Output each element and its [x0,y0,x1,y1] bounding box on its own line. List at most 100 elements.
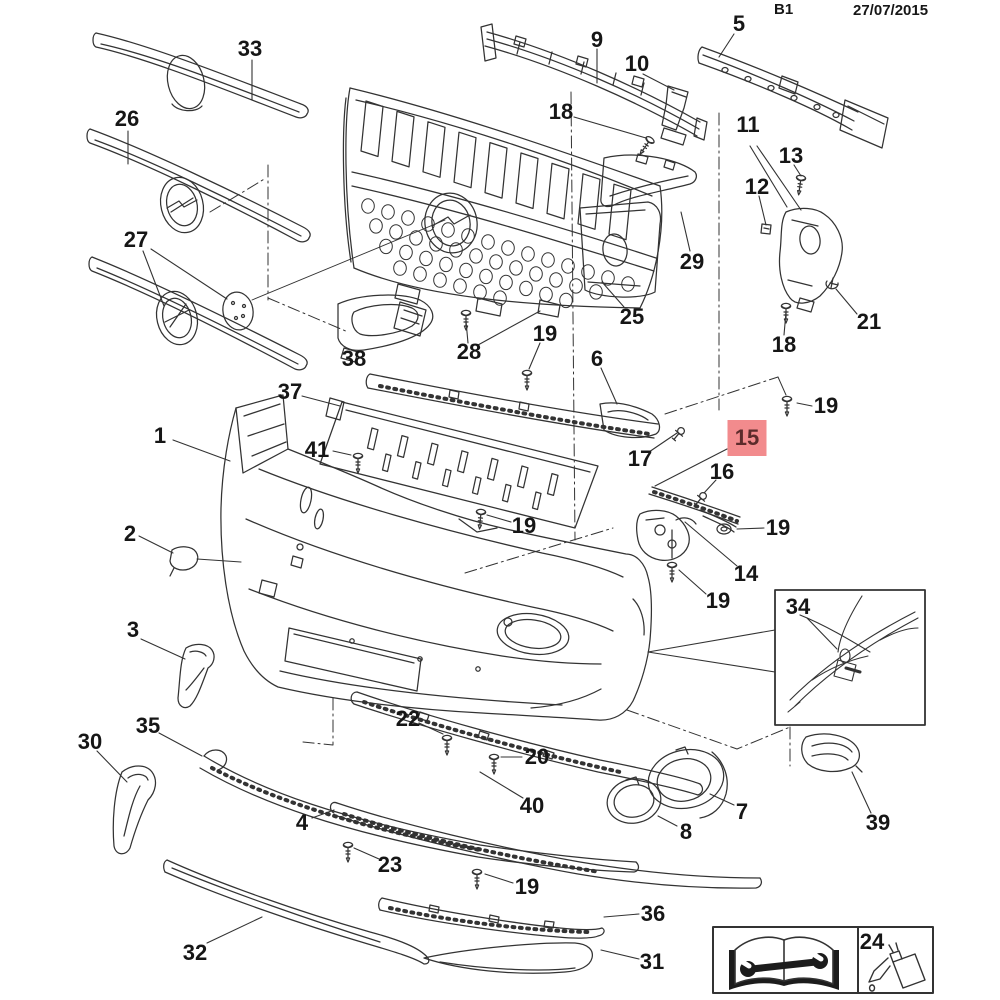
part-label-41[interactable]: 41 [304,437,330,462]
part-label-1[interactable]: 1 [153,423,167,448]
support-bracket-10 [661,86,688,145]
corner-trim-3 [178,644,214,707]
grille-molding-26 [87,129,310,242]
part-label-28[interactable]: 28 [456,339,482,364]
screw-icon [636,135,655,156]
part-label-7[interactable]: 7 [735,799,749,824]
part-label-38[interactable]: 38 [341,346,367,371]
part-label-12[interactable]: 12 [744,174,770,199]
part-label-3[interactable]: 3 [126,617,140,642]
emblem-base-plate [220,290,256,333]
part-label-33[interactable]: 33 [237,36,263,61]
part-label-19-bracket[interactable]: 19 [705,588,731,613]
part-label-5[interactable]: 5 [732,11,746,36]
adhesive-bottle-icon [869,943,925,991]
part-label-39[interactable]: 39 [865,810,891,835]
part-label-9[interactable]: 9 [590,27,604,52]
part-label-19-valance[interactable]: 19 [514,874,540,899]
radiator-grille-assembly [343,88,661,317]
part-label-23[interactable]: 23 [377,852,403,877]
air-baffle-29 [601,154,697,207]
part-label-8[interactable]: 8 [679,819,693,844]
mounting-clip-12 [761,224,771,234]
screw-icon [442,735,451,755]
part-label-24[interactable]: 24 [859,929,885,954]
screw-icon [667,562,676,582]
leader-lines [97,34,871,959]
part-label-4[interactable]: 4 [295,810,309,835]
part-label-16[interactable]: 16 [709,459,735,484]
part-label-21[interactable]: 21 [856,309,882,334]
part-label-13[interactable]: 13 [778,143,804,168]
tow-hook-cover-2 [170,547,198,576]
radiator-support-bar [481,24,707,140]
side-mount-bracket-11 [779,208,842,312]
part-label-40[interactable]: 40 [519,793,545,818]
part-label-37[interactable]: 37 [277,379,303,404]
part-label-18-right[interactable]: 18 [771,332,797,357]
screw-icon [522,370,531,390]
underbody-skid-plate [320,398,598,528]
screw-icon [781,303,790,323]
fog-lamp-ring-8 [603,774,665,828]
lower-trim-35 [200,750,638,872]
part-label-19-beam[interactable]: 19 [813,393,839,418]
rivet-icon [692,491,708,508]
rivet-icon [670,426,686,443]
part-label-27[interactable]: 27 [123,227,149,252]
open-book-wrench-icon [729,937,839,990]
part-label-15[interactable]: 15 [727,420,767,456]
part-label-18-top[interactable]: 18 [548,99,574,124]
part-label-29[interactable]: 29 [679,249,705,274]
part-label-26[interactable]: 26 [114,106,140,131]
part-label-36[interactable]: 36 [640,901,666,926]
screw-icon [472,869,481,889]
lower-spoiler-32 [164,860,429,964]
screw-icon [475,509,486,529]
spoiler-lip-31 [424,943,592,973]
part-label-25[interactable]: 25 [619,304,645,329]
fog-lamp-bezel-7 [643,743,729,818]
part-label-6[interactable]: 6 [590,346,604,371]
part-label-14[interactable]: 14 [733,561,759,586]
screw-icon [353,453,362,473]
screw-icon [782,396,791,416]
opel-emblem [420,189,482,257]
part-label-32[interactable]: 32 [182,940,208,965]
bumper-bracket-rail-15 [649,487,740,558]
legend-box [713,927,933,993]
detail-inset-box [775,590,925,725]
part-label-31[interactable]: 31 [639,949,665,974]
grille-molding-33 [93,33,308,118]
part-label-35[interactable]: 35 [135,713,161,738]
sheet-date: 27/07/2015 [853,2,929,19]
headlamp-opening-panel-38 [338,295,433,362]
support-bracket-14 [637,510,696,560]
part-label-30[interactable]: 30 [77,729,103,754]
center-trim-40 [351,692,702,795]
lower-trim-4 [330,802,761,888]
badge-alignment-line [252,220,445,300]
screw-icon [461,310,470,330]
sheet-code: B1 [774,1,794,18]
part-label-19-grille[interactable]: 19 [532,321,558,346]
part-label-10[interactable]: 10 [624,51,650,76]
grille-molding-27 [89,257,307,370]
screw-icon [794,175,806,196]
part-label-19-rail[interactable]: 19 [765,515,791,540]
part-label-22[interactable]: 22 [395,706,421,731]
alignment-lines [210,92,790,766]
screw-icon [489,754,498,774]
part-label-34[interactable]: 34 [785,594,811,619]
fog-lamp-opening [495,609,572,659]
bumper-fascia [221,395,651,720]
part-label-20[interactable]: 20 [524,744,550,769]
part-label-11[interactable]: 11 [736,112,760,137]
lower-impact-bar [366,374,659,438]
part-label-2[interactable]: 2 [123,521,137,546]
part-label-19-shield[interactable]: 19 [511,513,537,538]
part-label-17[interactable]: 17 [627,446,653,471]
valance-strip-36 [379,898,604,938]
